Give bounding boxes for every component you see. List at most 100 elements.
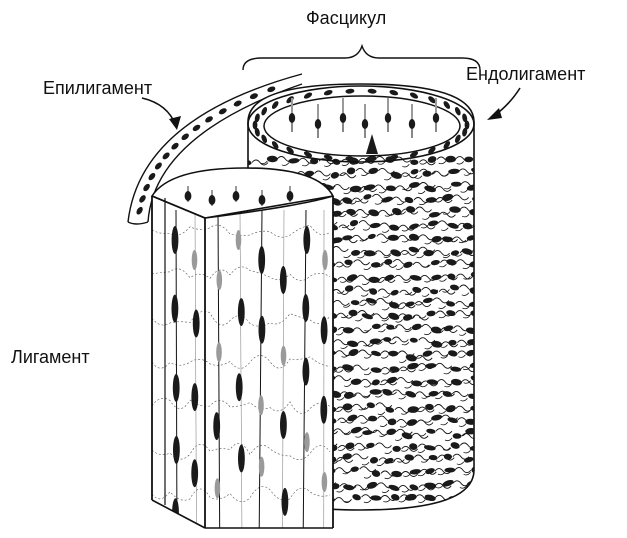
inner-cell <box>289 113 295 123</box>
spindle-cell <box>191 459 198 487</box>
collagen-fiber <box>474 494 490 499</box>
spindle-cell <box>259 316 266 344</box>
spindle-cell <box>236 230 242 250</box>
epiligament-cell <box>170 142 180 151</box>
epiligament-cell <box>233 99 243 107</box>
inner-cell <box>433 113 439 123</box>
epiligament-arrow <box>142 98 181 130</box>
collagen-fiber <box>459 496 475 501</box>
collagen-fiber <box>476 328 492 333</box>
fibroblast-cell <box>386 325 394 330</box>
spindle-cell <box>322 472 328 492</box>
ligament-block <box>152 168 333 528</box>
spindle-cell <box>172 295 179 323</box>
spindle-cell <box>280 411 287 439</box>
spindle-cell <box>191 383 198 411</box>
fibroblast-cell <box>388 235 399 241</box>
collagen-fiber <box>480 272 496 277</box>
fascicle-brace <box>243 46 480 70</box>
fibroblast-cell <box>467 339 477 345</box>
inner-cell <box>362 119 368 129</box>
spindle-cell <box>303 226 310 254</box>
collagen-fiber <box>481 376 497 381</box>
spindle-cell <box>321 316 328 344</box>
fibroblast-cell <box>451 182 462 187</box>
epiligament-cell <box>147 172 156 182</box>
collagen-fiber <box>480 406 496 411</box>
epiligament-cell <box>266 85 276 93</box>
spindle-cell <box>303 358 310 386</box>
spindle-cell <box>193 310 200 338</box>
spindle-cell <box>172 226 179 254</box>
fibroblast-cell <box>370 389 382 395</box>
spindle-cell <box>217 270 223 290</box>
spindle-cell <box>173 436 180 464</box>
spindle-cell <box>213 412 220 440</box>
collagen-fiber <box>481 197 497 202</box>
collagen-fiber <box>480 262 496 267</box>
epiligament-cell <box>249 92 259 100</box>
epiligament-cell <box>218 107 228 116</box>
spindle-cell <box>215 478 221 498</box>
collagen-fiber <box>476 429 492 434</box>
collagen-fiber <box>479 210 495 215</box>
collagen-fiber <box>477 481 493 486</box>
collagen-fiber <box>479 288 495 293</box>
endoligament-arrow <box>487 88 520 120</box>
collagen-fiber <box>481 168 497 173</box>
spindle-cell <box>238 298 245 326</box>
collagen-fiber <box>235 165 242 168</box>
spindle-cell <box>281 346 287 366</box>
top-cell <box>259 195 266 205</box>
collagen-fiber <box>476 419 492 424</box>
spindle-cell <box>304 432 310 452</box>
epiligament-cell <box>138 194 147 204</box>
spindle-cell <box>322 250 328 270</box>
spindle-cell <box>216 342 222 362</box>
inner-cell <box>315 119 321 129</box>
collagen-fiber <box>474 457 490 462</box>
label-endoligament: Ендолигамент <box>466 64 585 85</box>
top-cell <box>185 191 192 201</box>
collagen-fiber <box>477 340 493 345</box>
spindle-cell <box>192 250 198 270</box>
label-epiligament: Епилигамент <box>43 78 152 99</box>
label-ligament: Лигамент <box>11 347 90 368</box>
spindle-cell <box>320 396 327 424</box>
collagen-fiber <box>480 302 496 307</box>
collagen-fiber <box>457 499 464 502</box>
collagen-fiber <box>481 468 497 473</box>
epiligament-cell <box>142 183 151 193</box>
inner-cell <box>340 113 346 123</box>
label-fascicle: Фасцикул <box>306 8 386 29</box>
spindle-cell <box>258 395 264 415</box>
inner-cell <box>409 119 415 129</box>
spindle-cell <box>282 488 289 516</box>
spindle-cell <box>258 246 265 274</box>
collagen-fiber <box>477 394 493 399</box>
collagen-fiber <box>481 446 497 451</box>
collagen-fiber <box>480 311 496 316</box>
epiligament-cell <box>180 132 190 141</box>
collagen-fiber <box>474 157 490 162</box>
fibroblast-cell <box>423 171 432 177</box>
epiligament-cell <box>192 123 202 132</box>
spindle-cell <box>238 445 245 473</box>
top-cell <box>233 191 240 201</box>
spindle-cell <box>236 373 243 401</box>
top-cell <box>287 191 294 201</box>
fibroblast-cell <box>364 250 375 256</box>
inner-cell <box>385 113 391 123</box>
collagen-fiber <box>473 224 489 229</box>
spindle-cell <box>173 374 180 402</box>
collagen-fiber <box>476 236 492 241</box>
epiligament-cell <box>154 161 164 171</box>
top-cell <box>209 195 216 205</box>
collagen-fiber <box>476 350 492 355</box>
epiligament-cell <box>204 115 214 124</box>
fibroblast-cell <box>463 493 474 500</box>
epiligament-cell <box>135 206 144 216</box>
spindle-cell <box>302 294 309 322</box>
collagen-fiber <box>478 185 494 190</box>
